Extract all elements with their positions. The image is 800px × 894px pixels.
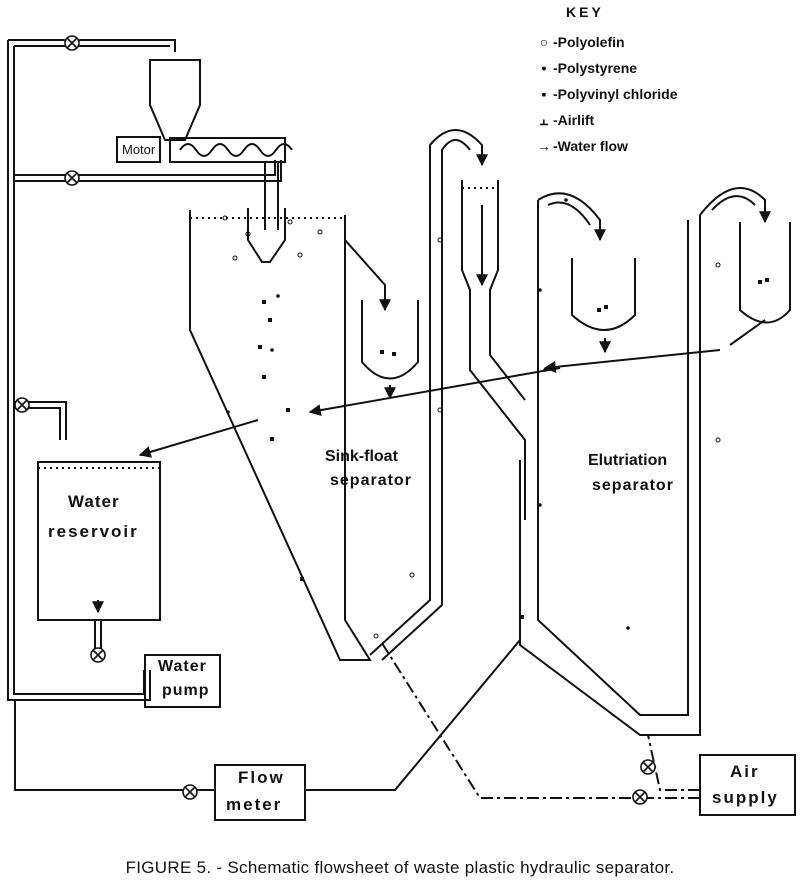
motor-label: Motor [116,136,162,163]
figure-caption: FIGURE 5. - Schematic flowsheet of waste… [125,858,675,877]
key-item-airlift: ⫠-Airlift [535,112,594,129]
water-reservoir-label-2: reservoir [48,522,139,541]
water-pump-label-2: pump [162,682,210,699]
reservoir-inlet-line [14,401,67,440]
valve-flowmeter [182,784,198,800]
air-supply [699,754,796,816]
water-reservoir-label-1: Water [68,492,120,511]
arrow-icon: → [537,138,551,154]
air-supply-label-1: Air [730,762,760,781]
polyolefin-collector [361,300,419,380]
water-pump [144,654,221,708]
valve-air-1 [640,759,656,775]
left-supply-pipe [7,40,151,701]
open-circle-icon: ○ [539,34,549,50]
elutriation-separator [519,215,701,736]
sink-float-separator [189,210,372,661]
valve-pump [90,647,106,663]
valve-screw [64,170,80,186]
hopper [149,59,201,141]
flow-meter-label-1: Flow [238,768,285,787]
small-dot-icon: • [541,60,547,76]
valve-air-2 [632,789,648,805]
elutriation-label-2: separator [592,477,674,494]
flow-meter-label-2: meter [226,795,283,814]
water-reservoir [37,461,161,621]
pvc-collector [739,222,791,324]
airlift-riser-2 [699,187,771,224]
elutriation-feed-column [461,180,526,520]
key-item-polystyrene: •-Polystyrene [535,60,638,76]
airlift-riser-1 [369,129,488,656]
key-item-water-flow: →-Water flow [537,138,628,154]
key-item-polyolefin: ○-Polyolefin [535,34,625,50]
key-title: KEY [566,4,604,20]
flow-meter [214,764,306,821]
sink-float-label-2: separator [330,472,412,489]
water-pump-label-1: Water [158,658,207,675]
square-icon: ▪ [541,86,547,102]
elutriation-label-1: Elutriation [588,452,668,469]
sink-float-label-1: Sink-float [325,448,398,465]
polystyrene-collector [571,258,636,331]
top-water-line [8,39,176,52]
screw-water-line [14,160,276,176]
air-supply-label-2: supply [712,788,779,807]
valve-top [64,35,80,51]
airlift-icon: ⫠ [539,112,549,128]
screw-feeder [169,137,286,163]
valve-reservoir [14,397,30,413]
key-item-pvc: ▪-Polyvinyl chloride [535,86,678,102]
